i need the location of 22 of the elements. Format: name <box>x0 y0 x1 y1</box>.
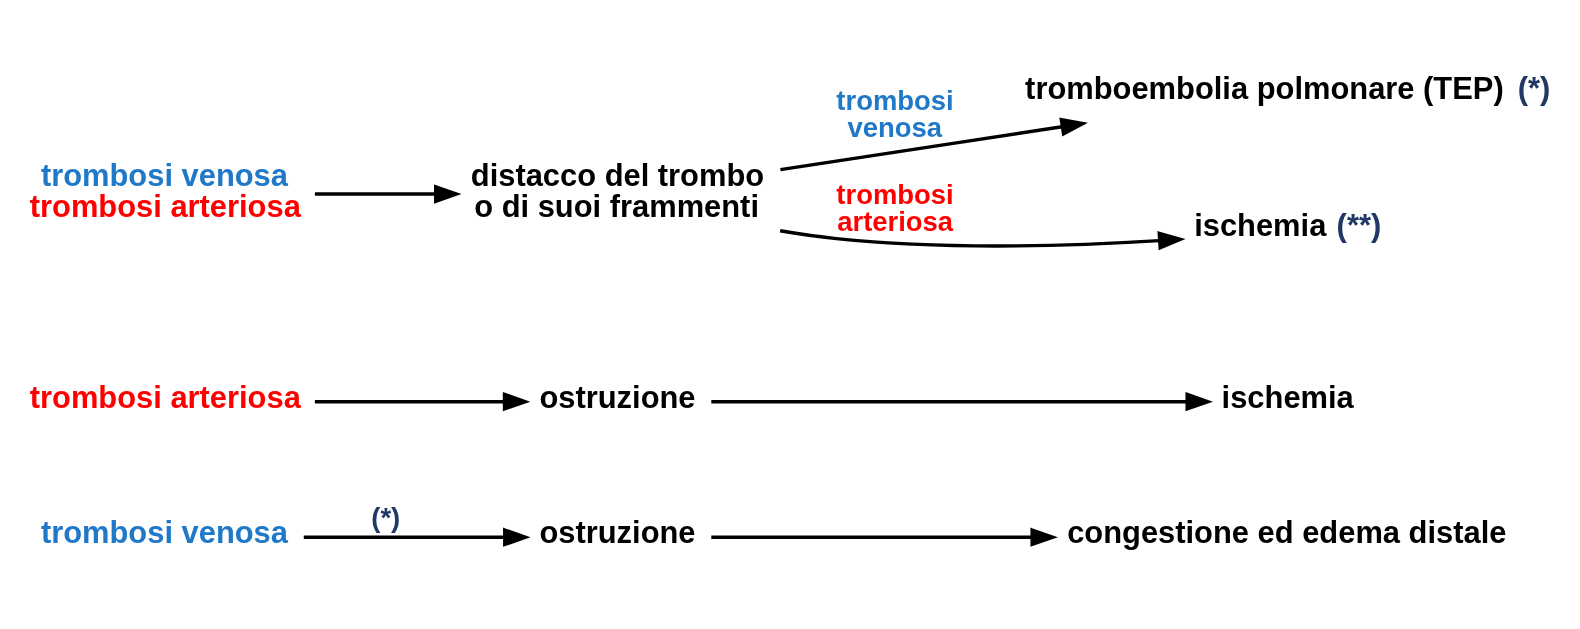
node-text: ostruzione <box>539 514 696 550</box>
node-text: ischemia <box>1221 379 1354 414</box>
arrow <box>303 527 531 547</box>
node-text: trombosi venosa trombosi arteriosa <box>29 157 301 224</box>
node-text: congestione ed edema distale <box>1067 514 1507 550</box>
node-text: tromboembolia polmonare (TEP) <box>1025 70 1504 106</box>
arrow <box>780 116 1088 171</box>
edge-label: trombosi venosa <box>836 84 954 143</box>
edge-label: trombosi arteriosa <box>836 178 954 237</box>
arrow <box>779 228 1186 250</box>
arrow <box>711 527 1058 547</box>
arrow <box>314 183 462 204</box>
node-label: (*) <box>1517 70 1551 106</box>
edge-label: (*) <box>371 501 401 533</box>
arrow <box>711 391 1213 411</box>
node-text: distacco del trombo o di suoi frammenti <box>470 157 765 224</box>
node-label: (**) <box>1336 207 1382 243</box>
node-text: ischemia <box>1194 207 1327 243</box>
node-text: trombosi venosa <box>40 514 288 550</box>
node-text: ostruzione <box>539 379 696 414</box>
node-text: trombosi arteriosa <box>29 379 301 414</box>
arrow <box>314 391 531 411</box>
